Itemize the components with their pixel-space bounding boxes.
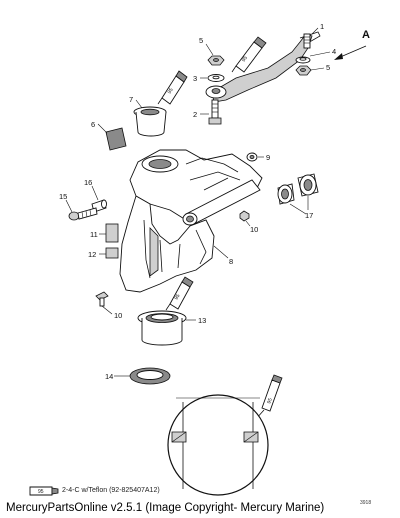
callout-16: 16: [84, 178, 92, 187]
callout-10-right: 10: [250, 225, 258, 234]
legend-tube-icon: 95: [29, 486, 59, 496]
lubricant-tube-bushing: 95: [157, 70, 188, 105]
callout-15: 15: [59, 192, 67, 201]
svg-text:95: 95: [174, 293, 182, 301]
callout-12: 12: [88, 250, 96, 259]
lubricant-tube-lower: 95: [165, 276, 194, 311]
callout-17: 17: [305, 211, 313, 220]
nut-5-upper[interactable]: [295, 65, 312, 76]
svg-text:95: 95: [266, 397, 274, 404]
callout-6: 6: [91, 120, 95, 129]
callout-10-left: 10: [114, 311, 122, 320]
svg-text:95: 95: [38, 489, 44, 495]
screw-10-left[interactable]: [95, 291, 109, 307]
callout-2: 2: [193, 110, 197, 119]
footer-caption: MercuryPartsOnline v2.5.1 (Image Copyrig…: [6, 502, 325, 514]
liner-6[interactable]: [105, 127, 127, 151]
callout-3: 3: [193, 74, 197, 83]
lubricant-tube-detail: 95: [254, 374, 283, 421]
upper-bushing-7[interactable]: [133, 106, 167, 137]
svg-text:95: 95: [167, 87, 175, 95]
lubricant-tube-upper: 95: [231, 36, 267, 73]
bushing-9[interactable]: [246, 152, 258, 162]
arm-stud[interactable]: [303, 33, 311, 49]
washer-4[interactable]: [295, 56, 311, 64]
washer-3[interactable]: [207, 74, 225, 82]
callout-11: 11: [90, 230, 98, 239]
callout-4: 4: [332, 47, 336, 56]
plate-11[interactable]: [105, 223, 119, 243]
nut-5-left[interactable]: [207, 55, 225, 66]
detail-view: [167, 394, 269, 496]
callout-9: 9: [266, 153, 270, 162]
callout-5-left: 5: [199, 36, 203, 45]
callout-1: 1: [320, 22, 324, 31]
svg-text:95: 95: [241, 55, 249, 63]
callout-14: 14: [105, 372, 113, 381]
steering-housing-8[interactable]: [119, 149, 263, 293]
screw-15[interactable]: [68, 207, 98, 221]
callout-13: 13: [198, 316, 206, 325]
bolt-2[interactable]: [208, 99, 222, 125]
view-arrow-a: A: [334, 29, 370, 60]
view-label-a: A: [362, 29, 370, 41]
legend-text: 2-4-C w/Teflon (92-825407A12): [62, 487, 160, 494]
bushing-17-a[interactable]: [277, 183, 295, 205]
diagram-id: 3918: [360, 500, 372, 506]
lower-bushing-13[interactable]: [137, 310, 187, 346]
seal-14[interactable]: [129, 367, 171, 385]
callout-7: 7: [129, 95, 133, 104]
bushing-17-b[interactable]: [297, 173, 319, 197]
plate-12[interactable]: [105, 247, 119, 259]
callout-8: 8: [229, 257, 233, 266]
callout-5-right: 5: [326, 63, 330, 72]
nut-10-right[interactable]: [239, 210, 250, 222]
